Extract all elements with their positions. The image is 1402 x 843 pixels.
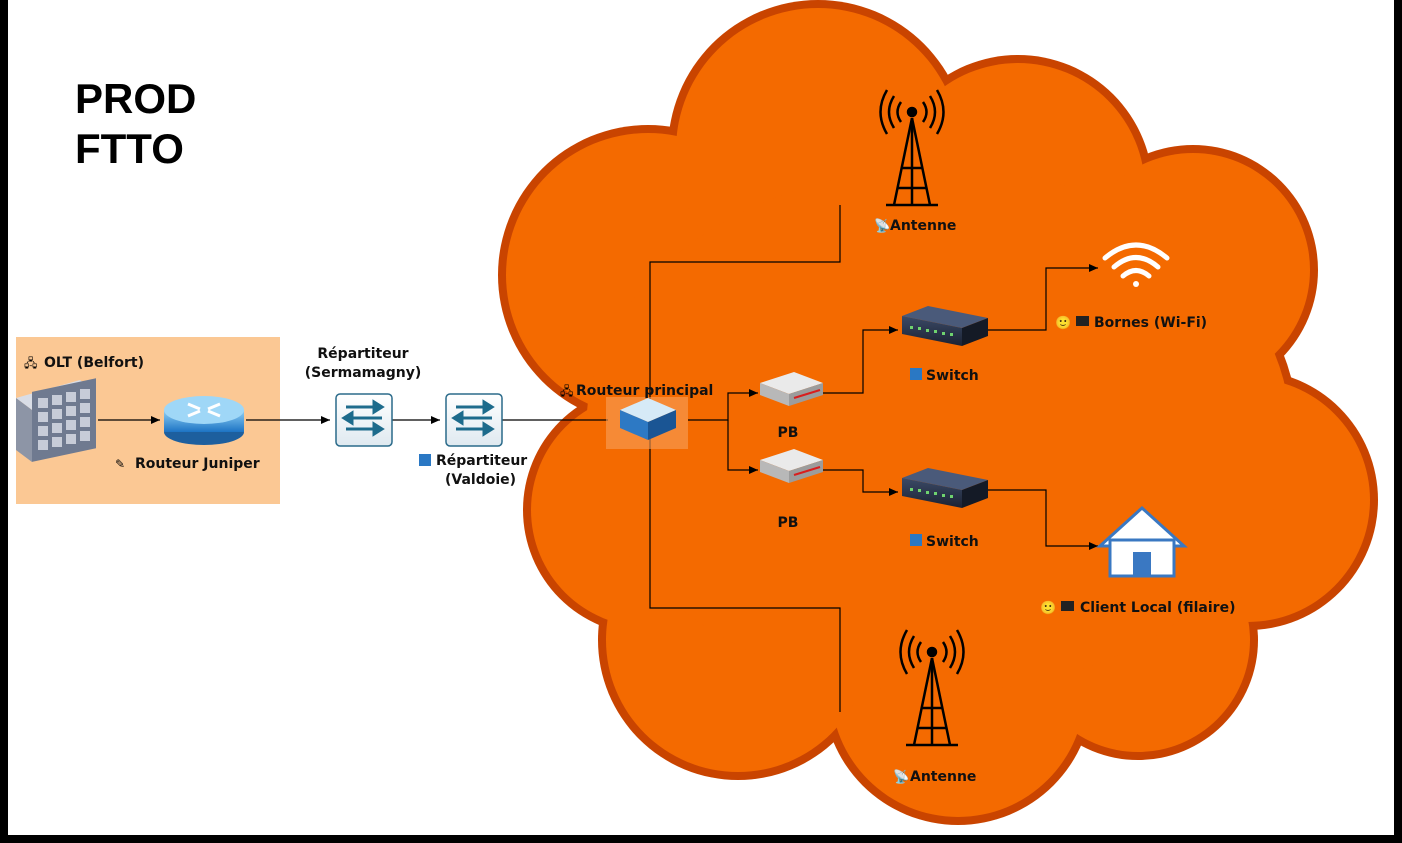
- connections: [98, 205, 1098, 712]
- page-title: PROD FTTO: [75, 75, 197, 172]
- pb1-label: PB: [778, 425, 799, 441]
- home-label: Client Local (filaire): [1080, 600, 1235, 616]
- switch-glyph-icon: [419, 454, 431, 466]
- antenna-top-label: Antenne: [890, 218, 956, 234]
- main-router-icon: [606, 397, 688, 449]
- rep-serma-label-line2: (Sermamagny): [305, 365, 421, 381]
- switch-2-icon: [902, 468, 988, 508]
- repartiteur-sermamagny-icon: [335, 393, 393, 447]
- main-router-label: Routeur principal: [576, 383, 713, 399]
- house-icon: [1096, 505, 1188, 578]
- juniper-label: Routeur Juniper: [135, 456, 260, 472]
- antenna-bottom-label: Antenne: [910, 769, 976, 785]
- switch-glyph-icon: [910, 368, 922, 380]
- plug-glyph-icon: ✎: [115, 457, 125, 471]
- rep-valdoie-label-line1: Répartiteur: [436, 453, 527, 469]
- user-laptop-glyph-icon: 🙂: [1040, 600, 1056, 616]
- juniper-router-icon: [164, 396, 244, 445]
- switch-1-icon: [902, 306, 988, 346]
- rep-serma-label-line1: Répartiteur: [317, 346, 408, 362]
- pb-box-1-icon: [760, 372, 823, 406]
- rep-valdoie-label-line2: (Valdoie): [445, 472, 516, 488]
- laptop-glyph-icon: [1076, 316, 1089, 326]
- wifi-label: Bornes (Wi-Fi): [1094, 315, 1207, 331]
- switch1-label: Switch: [926, 368, 979, 384]
- olt-label: OLT (Belfort): [44, 355, 144, 371]
- switch2-label: Switch: [926, 534, 979, 550]
- switch-glyph-icon: [910, 534, 922, 546]
- user-laptop-glyph-icon: 🙂: [1055, 315, 1071, 331]
- wifi-icon: [1102, 242, 1170, 287]
- network-glyph-icon: 🖧: [560, 384, 573, 398]
- satellite-glyph-icon: 📡: [893, 768, 909, 785]
- repartiteur-valdoie-icon: [445, 393, 503, 447]
- pb2-label: PB: [778, 515, 799, 531]
- diagram-canvas: 🖧 ✎ 🖧 📡 📡 🙂 🙂 OLT (Belfort) Routeur Juni…: [8, 0, 1394, 835]
- satellite-glyph-icon: 📡: [874, 217, 890, 234]
- network-glyph-icon: 🖧: [24, 356, 37, 370]
- laptop-glyph-icon: [1061, 601, 1074, 611]
- label-glyphs: 🖧 ✎ 🖧 📡 📡 🙂 🙂: [24, 217, 1089, 785]
- network-diagram: 🖧 ✎ 🖧 📡 📡 🙂 🙂 OLT (Belfort) Routeur Juni…: [16, 0, 1378, 825]
- olt-server-icon: [16, 378, 96, 462]
- pb-box-2-icon: [760, 449, 823, 483]
- antenna-top-icon: [879, 89, 945, 207]
- antenna-bottom-icon: [899, 629, 965, 747]
